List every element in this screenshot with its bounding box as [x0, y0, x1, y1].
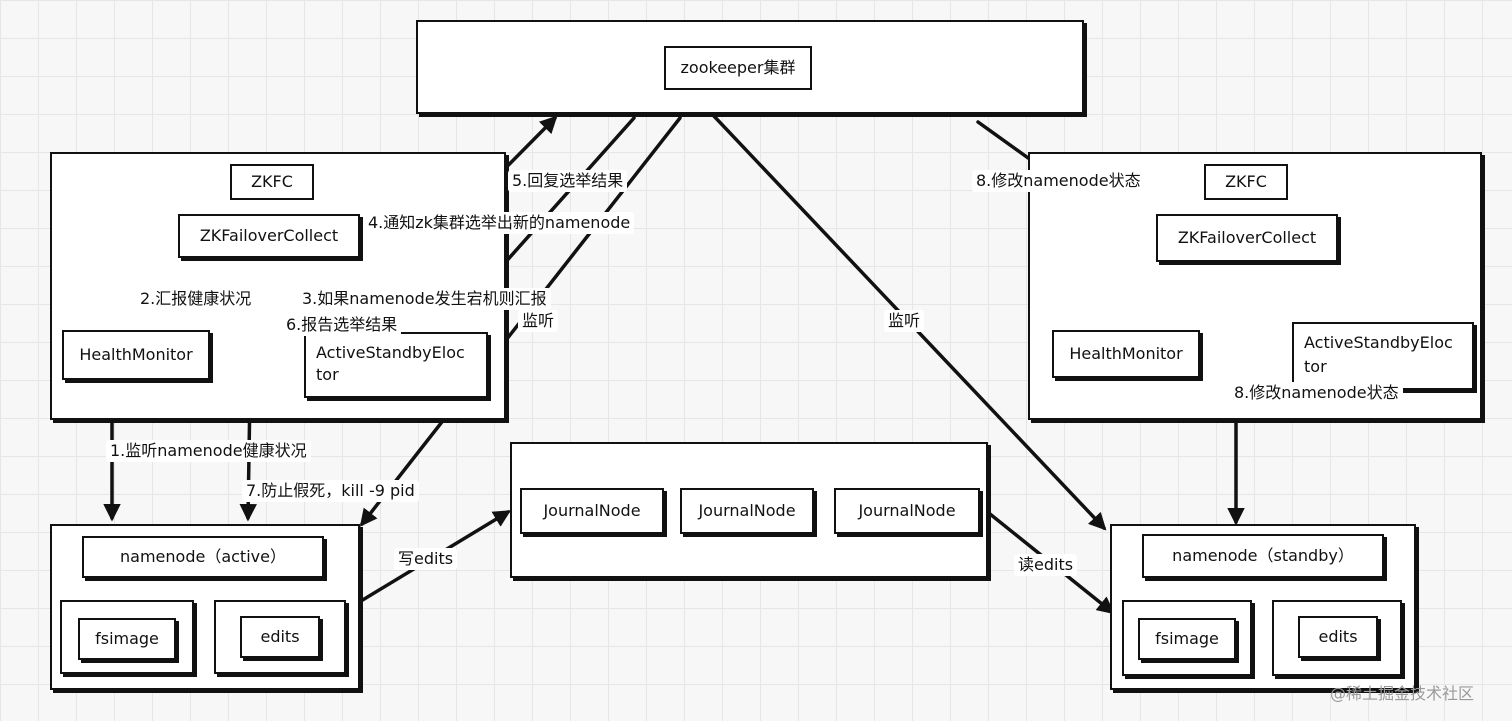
watermark: @稀土掘金技术社区 [1330, 684, 1475, 703]
journalnode-2: JournalNode [680, 488, 814, 534]
label-step4: 4.通知zk集群选举出新的namenode [364, 212, 635, 234]
left-zkfailover-collect: ZKFailoverCollect [178, 214, 360, 258]
journalnode-3: JournalNode [834, 488, 980, 534]
right-edits-label: edits [1298, 616, 1378, 658]
right-elector-label-line1: ActiveStandbyEloc [1304, 333, 1453, 352]
label-step8-top: 8.修改namenode状态 [972, 170, 1145, 192]
left-active-standby-elector [304, 332, 488, 398]
left-elector-label-line1: ActiveStandbyEloc [316, 343, 465, 362]
left-elector-label-line2: tor [316, 365, 339, 384]
label-step2: 2.汇报健康状况 [136, 288, 256, 310]
right-health-monitor: HealthMonitor [1052, 330, 1200, 378]
left-edits-box [214, 600, 346, 674]
left-edits-label: edits [240, 616, 320, 658]
right-namenode-label: namenode（standby） [1142, 534, 1384, 578]
zookeeper-title: zookeeper集群 [664, 46, 812, 90]
left-fsimage-label: fsimage [78, 618, 176, 660]
left-zkfc-label: ZKFC [230, 164, 314, 200]
label-step8-bottom: 8.修改namenode状态 [1230, 382, 1403, 404]
label-step5: 5.回复选举结果 [508, 170, 628, 192]
right-fsimage-label: fsimage [1138, 618, 1236, 660]
label-step3: 3.如果namenode发生宕机则汇报 [298, 288, 551, 310]
label-read-edits: 读edits [1014, 554, 1078, 576]
left-namenode-label: namenode（active） [82, 536, 324, 578]
label-write-edits: 写edits [394, 548, 458, 570]
label-listen-right: 监听 [884, 310, 925, 332]
label-listen-left: 监听 [518, 310, 559, 332]
right-elector-label-line2: tor [1304, 357, 1327, 376]
label-step7: 7.防止假死，kill -9 pid [242, 480, 419, 502]
journalnode-1: JournalNode [520, 488, 664, 534]
right-zkfailover-collect: ZKFailoverCollect [1156, 214, 1338, 262]
label-step1: 1.监听namenode健康状况 [106, 440, 311, 462]
left-health-monitor: HealthMonitor [62, 330, 210, 380]
right-zkfc-label: ZKFC [1204, 164, 1288, 200]
label-step6: 6.报告选举结果 [282, 314, 402, 336]
